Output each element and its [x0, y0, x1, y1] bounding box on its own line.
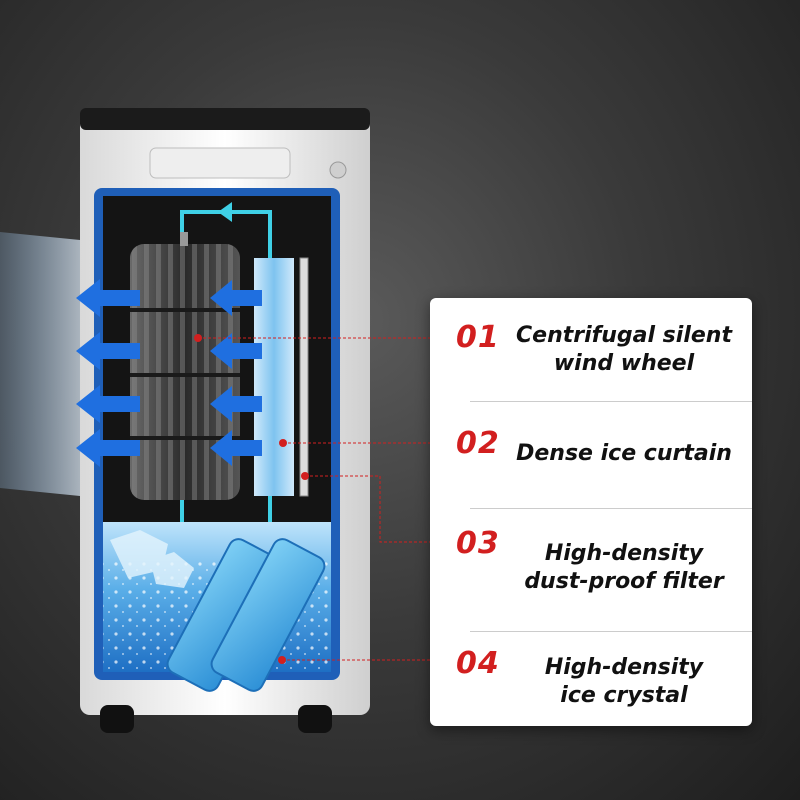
feature-number: 02: [456, 426, 500, 461]
feature-description: High-density ice crystal: [498, 654, 750, 710]
feature-description: Dense ice curtain: [498, 440, 750, 468]
feature-description: High-density dust-proof filter: [498, 540, 750, 596]
feature-number: 01: [456, 320, 500, 355]
feature-number: 04: [456, 646, 500, 681]
feature-line: ice crystal: [560, 683, 688, 708]
caster-wheel-left: [100, 705, 134, 733]
ice-crystal-packs: [166, 538, 326, 692]
ice-cubes: [110, 530, 194, 588]
divider: [470, 508, 752, 509]
centrifugal-fan-wheel: [130, 232, 240, 500]
feature-description: Centrifugal silent wind wheel: [498, 322, 750, 378]
callout-leader-lines: [198, 337, 430, 661]
circulation-arrow-icon: [218, 202, 232, 222]
feature-line: Centrifugal silent: [516, 323, 732, 348]
divider: [470, 631, 752, 632]
feature-line: High-density: [544, 655, 704, 680]
airflow-intake-arrows: [210, 280, 262, 466]
feature-line: dust-proof filter: [524, 569, 724, 594]
divider: [470, 401, 752, 402]
airflow-output-arrows: [76, 279, 140, 467]
dust-proof-filter: [299, 257, 309, 497]
feature-line: wind wheel: [553, 351, 695, 376]
cooler-handle: [149, 147, 291, 179]
cooler-top-panel: [80, 108, 370, 130]
feature-line: High-density: [544, 541, 704, 566]
feature-line: Dense ice curtain: [516, 441, 732, 466]
cooler-side-port: [329, 161, 347, 179]
caster-wheel-right: [298, 705, 332, 733]
callout-points: [194, 334, 309, 664]
feature-number: 03: [456, 526, 500, 561]
features-panel: 01 Centrifugal silent wind wheel 02 Dens…: [430, 298, 752, 726]
